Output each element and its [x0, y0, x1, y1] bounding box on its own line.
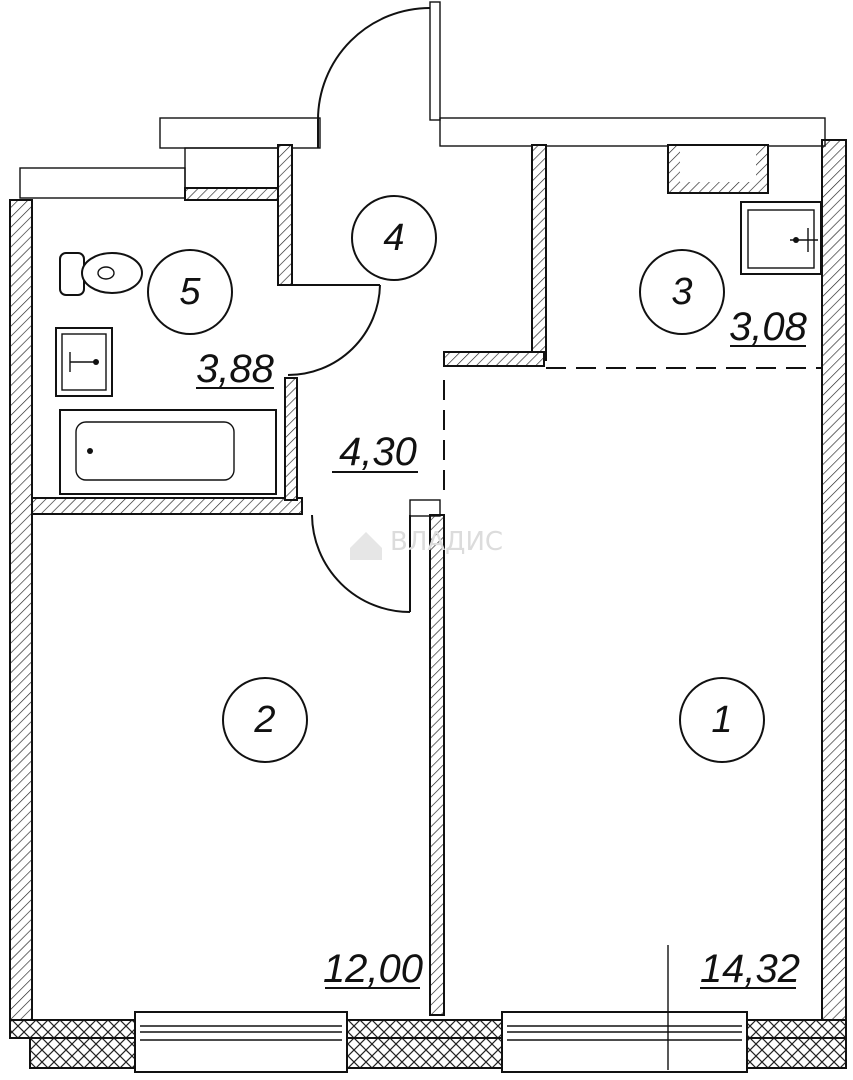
room-4: 4 4,30: [332, 195, 437, 474]
room-1: 1 14,32: [679, 677, 800, 991]
room-2-marker: [222, 677, 308, 763]
room-5-area: 3,88: [196, 347, 275, 391]
bathroom-sink-icon: [55, 327, 113, 397]
room-5-marker: [147, 249, 233, 335]
room-4-area: 4,30: [339, 430, 417, 474]
room-5-number: 5: [179, 271, 201, 313]
room-2: 2 12,00: [222, 677, 423, 991]
interior-walls: [31, 144, 822, 1070]
fixtures: [55, 201, 822, 495]
kitchen-sink-icon: [740, 201, 822, 275]
room-1-marker: [679, 677, 765, 763]
doors: [287, 1, 441, 613]
windows: [134, 1011, 748, 1073]
room-3: 3 3,08: [639, 249, 808, 349]
watermark: ВЛАДИС: [350, 527, 503, 560]
room-3-area: 3,08: [729, 305, 808, 349]
room-4-marker: [351, 195, 437, 281]
room-2-number: 2: [253, 699, 275, 741]
watermark-text: ВЛАДИС: [390, 527, 503, 557]
room-3-number: 3: [671, 271, 692, 313]
room-2-area: 12,00: [323, 947, 423, 991]
room-4-number: 4: [383, 217, 404, 259]
toilet-icon: [59, 252, 143, 296]
room-3-marker: [639, 249, 725, 335]
bathtub-icon: [59, 409, 277, 495]
room-1-area: 14,32: [700, 947, 800, 991]
room-5: 5 3,88: [147, 249, 275, 391]
room-1-number: 1: [711, 699, 732, 741]
